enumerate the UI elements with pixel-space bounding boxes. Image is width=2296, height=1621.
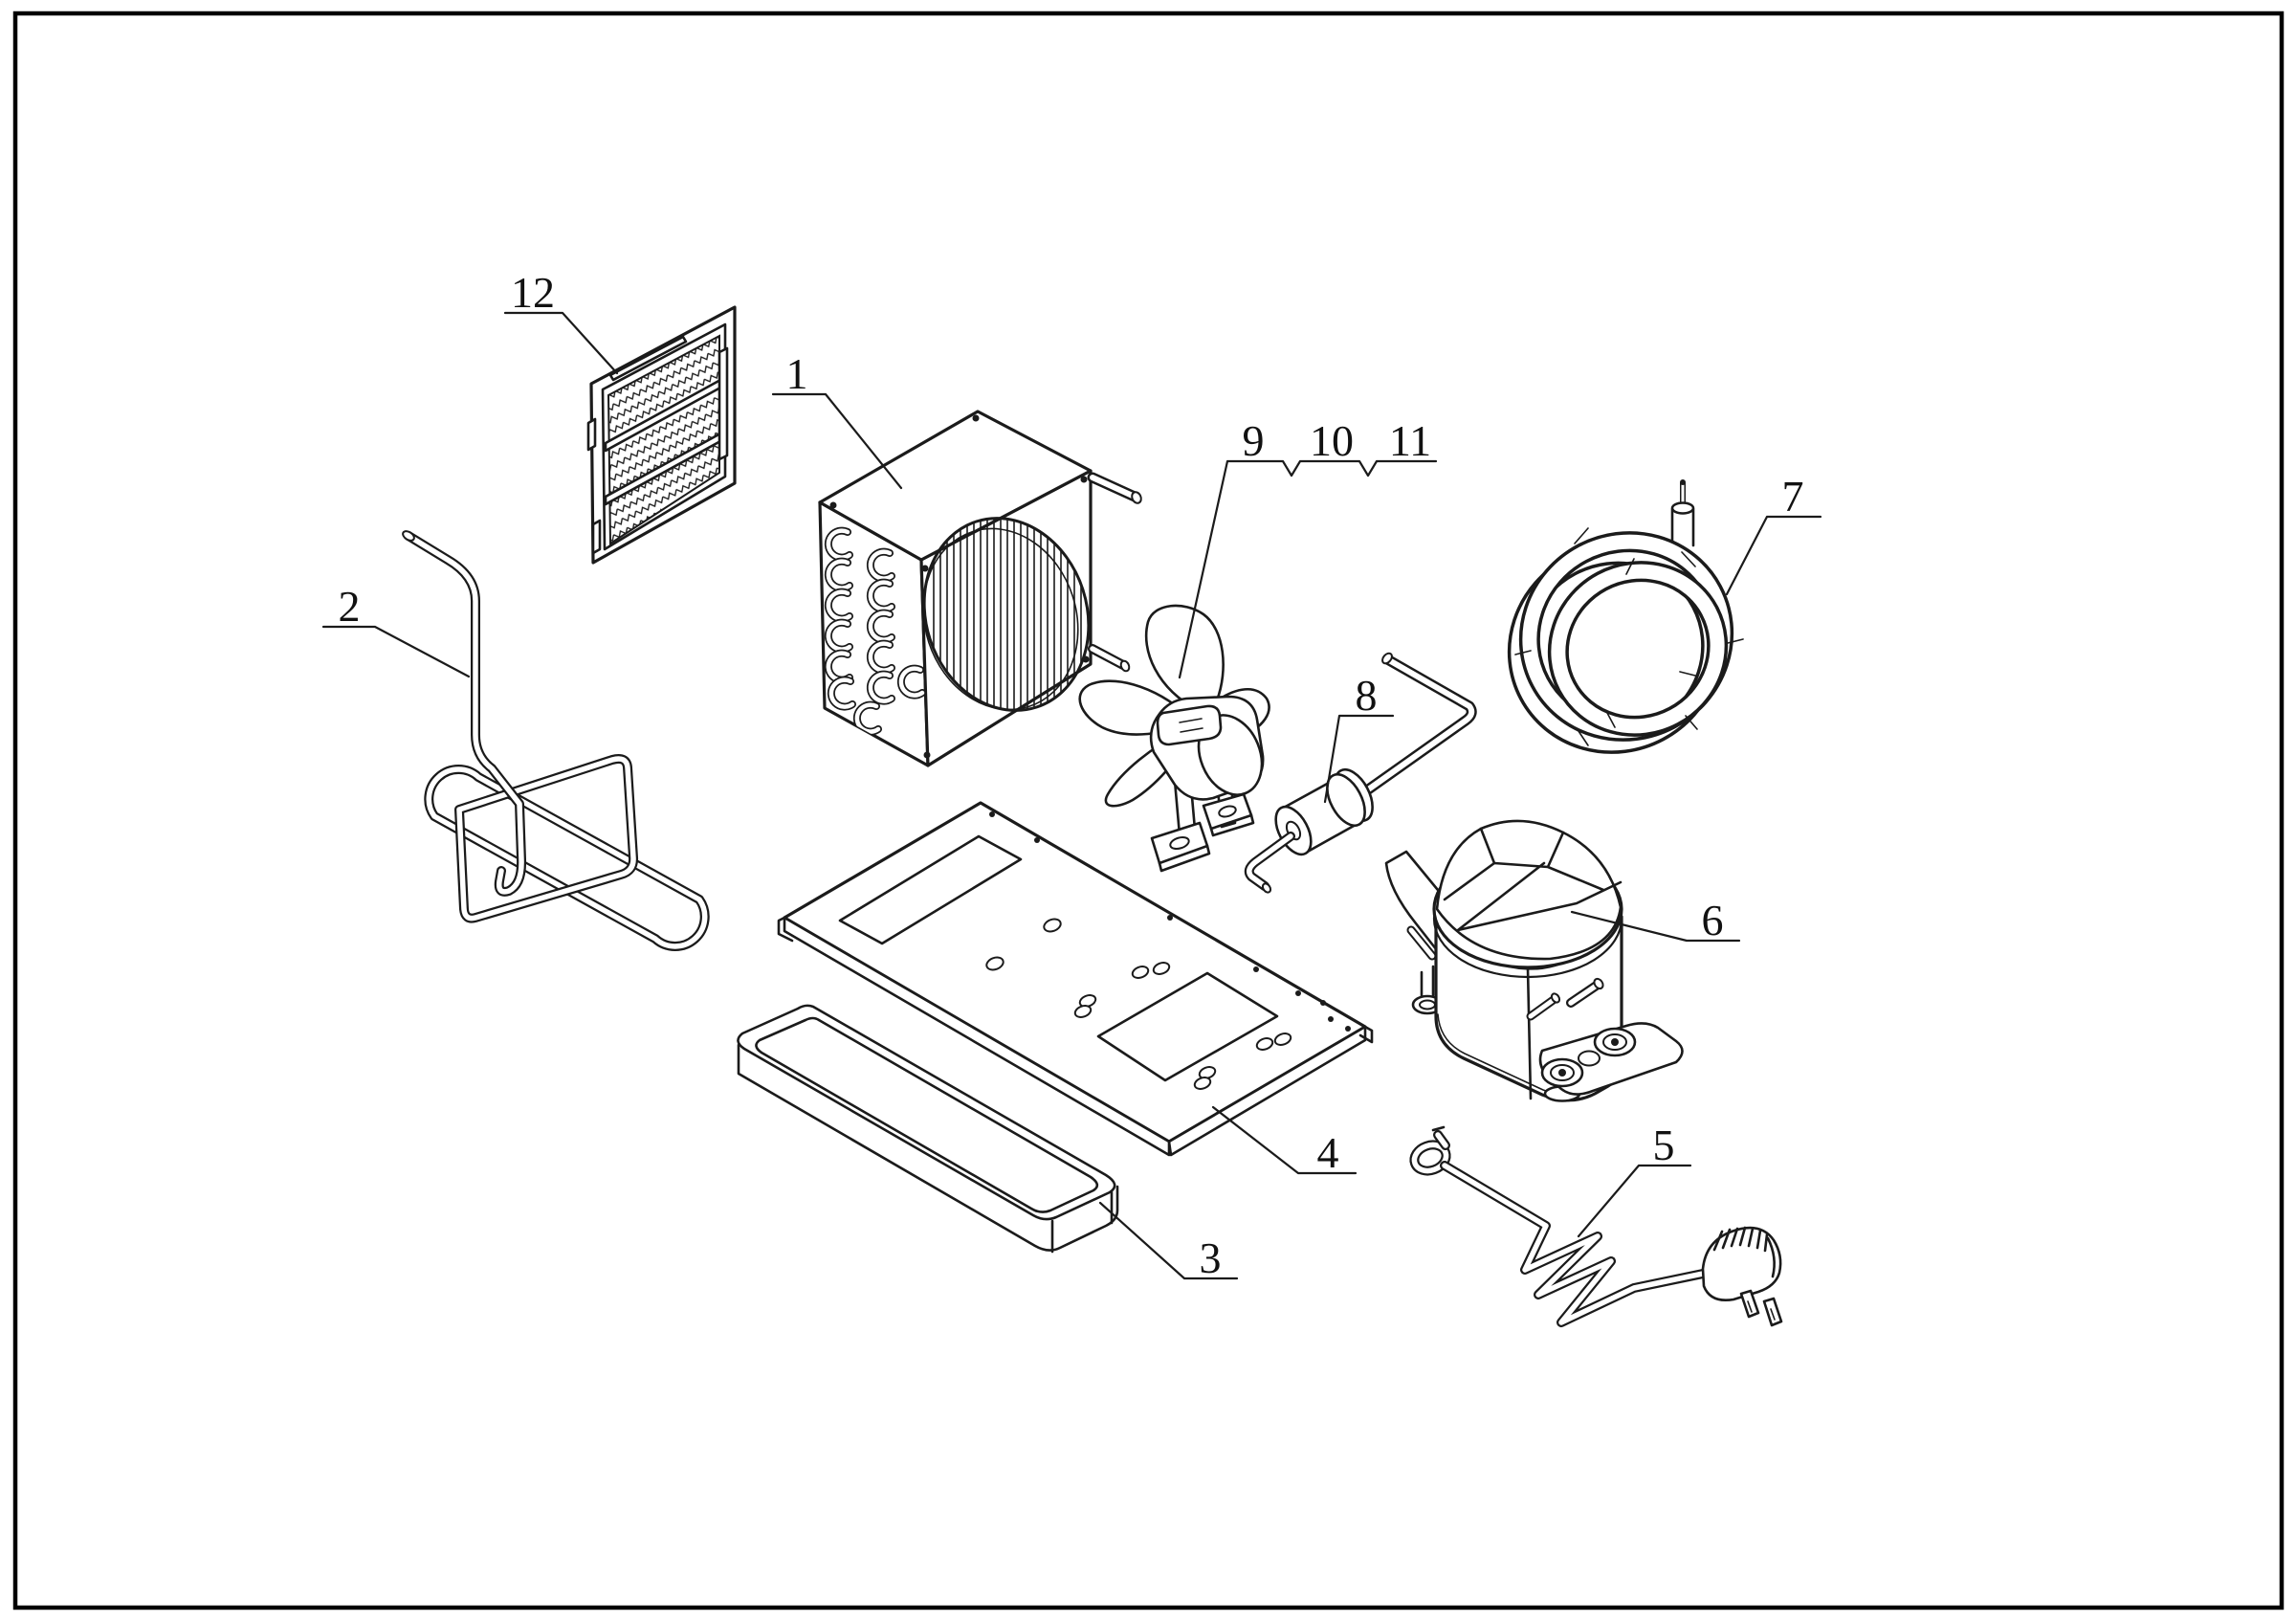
callout-label-12: 12 [511, 268, 555, 317]
leader-line-6 [1570, 910, 1741, 943]
callout-label-5: 5 [1653, 1121, 1675, 1169]
part-4-base-plate [777, 801, 1374, 1157]
leader-line-8 [1323, 714, 1395, 804]
drawing-border [12, 11, 2285, 1610]
part-3-drain-tray [737, 1004, 1119, 1254]
callout-label-8: 8 [1356, 671, 1378, 720]
plate-cutout [1096, 971, 1279, 1082]
part-12-mesh-grille [586, 305, 737, 565]
compressor-mounting-feet [1538, 1022, 1684, 1102]
leader-line-4 [1211, 1105, 1358, 1175]
compressor-dome [1435, 819, 1623, 961]
part-8-filter-drier [1249, 652, 1472, 894]
part-9-10-11-fan-assembly [1078, 604, 1270, 873]
leader-line-2 [321, 625, 471, 678]
callout-label-2: 2 [339, 582, 361, 631]
part-11-fan-bracket-feet [1150, 792, 1255, 873]
part-7-tube-coil [1485, 479, 1756, 777]
part-1-condenser [818, 410, 1142, 767]
coil-segment-ticks [1514, 527, 1744, 746]
part-5-power-cord [1411, 1125, 1783, 1327]
callout-label-10: 10 [1310, 416, 1354, 465]
leader-line-9 [1178, 459, 1438, 679]
fan-opening [922, 517, 1091, 712]
plug-prong [1762, 1297, 1783, 1327]
leader-line-5 [1577, 1164, 1692, 1238]
callout-label-3: 3 [1200, 1233, 1222, 1282]
tube-end-cap [402, 530, 415, 542]
leader-line-7 [1725, 515, 1822, 596]
callout-label-1: 1 [786, 349, 808, 398]
callout-label-4: 4 [1317, 1128, 1339, 1177]
leader-line-12 [503, 311, 619, 375]
plate-cutout [838, 834, 1023, 945]
part-2-tube-frame [402, 530, 704, 946]
leader-line-1 [771, 392, 903, 490]
leader-line-3 [1098, 1201, 1239, 1280]
plug-prong [1739, 1289, 1760, 1319]
plug-grip-ribs [1712, 1226, 1769, 1253]
condenser-fins [933, 497, 1082, 732]
callout-label-11: 11 [1389, 416, 1431, 465]
power-plug [1701, 1226, 1783, 1327]
drier-collar [1326, 773, 1366, 827]
callout-label-6: 6 [1702, 896, 1724, 944]
callout-label-9: 9 [1243, 416, 1265, 465]
part-6-compressor [1384, 819, 1684, 1102]
fan-hub [1156, 704, 1223, 746]
callout-label-7: 7 [1782, 472, 1804, 521]
